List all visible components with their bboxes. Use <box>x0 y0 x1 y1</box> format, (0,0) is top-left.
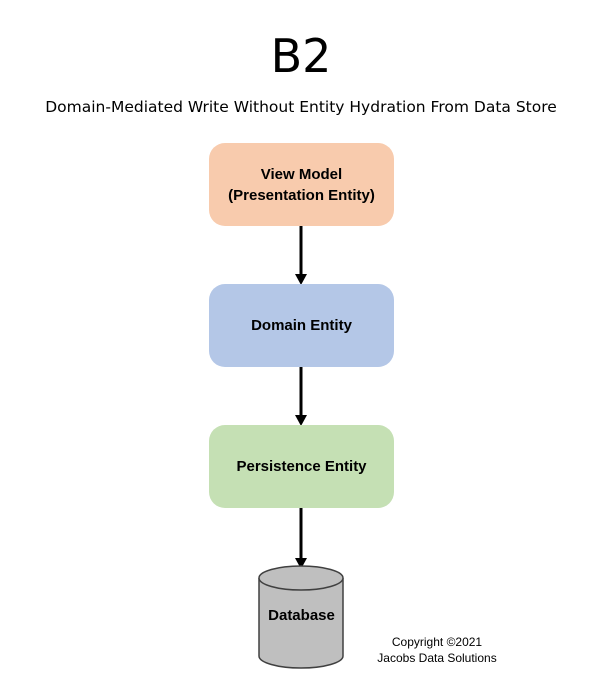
arrow-view-to-domain <box>295 226 307 285</box>
domain-entity-label: Domain Entity <box>251 317 352 334</box>
diagram-subtitle: Domain-Mediated Write Without Entity Hyd… <box>45 98 557 116</box>
view-model-box: View Model (Presentation Entity) <box>209 143 394 226</box>
persistence-entity-box: Persistence Entity <box>209 425 394 508</box>
diagram-title: B2 <box>270 29 332 83</box>
copyright-line-1: Copyright ©2021 <box>391 635 483 649</box>
arrow-persistence-to-database <box>295 508 307 569</box>
view-model-label: View Model (Presentation Entity) <box>228 165 375 204</box>
copyright-notice: Copyright ©2021 Jacobs Data Solutions <box>372 634 502 666</box>
database-label: Database <box>268 607 335 624</box>
database-cylinder <box>258 565 344 669</box>
arrow-domain-to-persistence <box>295 367 307 426</box>
persistence-entity-label: Persistence Entity <box>236 458 367 475</box>
copyright-line-2: Jacobs Data Solutions <box>377 651 497 665</box>
domain-entity-box: Domain Entity <box>209 284 394 367</box>
